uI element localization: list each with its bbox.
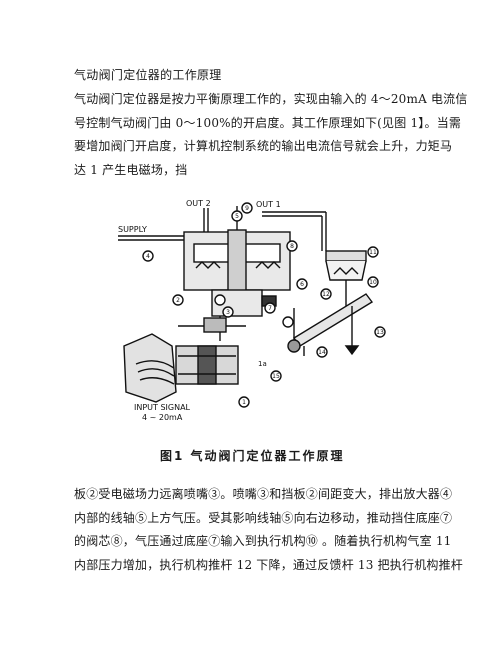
text-line: 气动阀门定位器是按力平衡原理工作的，实现由输入的 4～20mA 电流信 [74, 92, 468, 106]
text-line: 内部压力增加，执行机构推杆 12 下降，通过反馈杆 13 把执行机构推杆 [74, 557, 463, 572]
supply-label: SUPPLY [118, 225, 147, 234]
part-number: 7 [268, 305, 272, 312]
part-number: 15 [272, 373, 280, 380]
body-paragraph: 板②受电磁场力远离喷嘴③。喷嘴③和挡板②间距变大，排出放大器④ 内部的线轴⑤上方… [74, 483, 463, 577]
positioner-schematic: OUT 2 OUT 1 SUPPLY INPUT SIGNAL 4 ~ 20mA… [118, 199, 386, 422]
part-number: 12 [322, 291, 330, 298]
part-number: 5 [235, 213, 239, 220]
document-title: 气动阀门定位器的工作原理 [74, 68, 222, 82]
text-line: 要增加阀门开启度，计算机控制系统的输出电流信号就会上升，力矩马 [74, 139, 453, 153]
input-range-label: 4 ~ 20mA [142, 413, 183, 422]
part-number: 14 [318, 349, 326, 356]
part-number: 13 [376, 329, 384, 336]
intro-paragraph: 气动阀门定位器是按力平衡原理工作的，实现由输入的 4～20mA 电流信 号控制气… [74, 88, 468, 182]
figure-caption: 图1 气动阀门定位器工作原理 [160, 449, 345, 463]
part-number: 4 [146, 253, 150, 260]
part-number: 11 [369, 249, 377, 256]
out1-label: OUT 1 [256, 200, 281, 209]
out2-label: OUT 2 [186, 199, 211, 208]
text-line: 内部的线轴⑤上方气压。受其影响线轴⑤向右边移动，推动挡住底座⑦ [74, 510, 453, 525]
part-number: 10 [369, 279, 377, 286]
text-line: 号控制气动阀门由 0～100%的开启度。其工作原理如下(见图 1】。当需 [74, 115, 462, 130]
part-number: 6 [300, 281, 304, 288]
text-line: 的阀芯⑧，气压通过底座⑦输入到执行机构⑩ 。随着执行机构气室 11 [74, 534, 452, 548]
positioner-diagram: OUT 2 OUT 1 SUPPLY INPUT SIGNAL 4 ~ 20mA… [116, 196, 396, 446]
part-number: 3 [226, 309, 230, 316]
part-number: 9 [245, 205, 249, 212]
part-number: 1 [242, 399, 246, 406]
part-number: 8 [290, 243, 294, 250]
input-signal-label: INPUT SIGNAL [134, 403, 191, 412]
text-line: 达 1 产生电磁场，挡 [74, 162, 188, 177]
part-1a-label: 1a [258, 360, 267, 368]
part-number: 2 [176, 297, 180, 304]
text-line: 板②受电磁场力远离喷嘴③。喷嘴③和挡板②间距变大，排出放大器④ [74, 487, 453, 501]
